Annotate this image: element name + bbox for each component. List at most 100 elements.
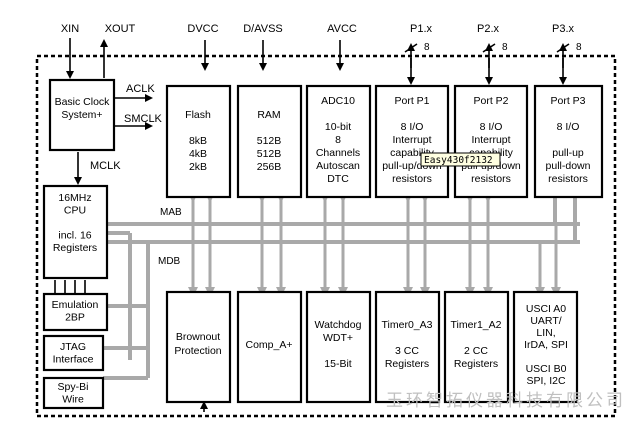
port1-line-6: resistors — [392, 173, 432, 185]
p1x-label: P1.x — [410, 23, 433, 35]
adc-line-0: ADC10 — [321, 95, 355, 107]
avcc-label: AVCC — [327, 23, 357, 35]
brownout-line-1: Protection — [174, 345, 221, 357]
timer1-line-0: Timer1_A2 — [451, 319, 502, 331]
tooltip: Easy430f2132 — [420, 152, 501, 167]
ram-line-4: 256B — [257, 161, 282, 173]
p2-width-label: 8 — [502, 42, 508, 53]
port3-line-2: 8 I/O — [557, 121, 580, 133]
flash-line-4: 2kB — [189, 161, 207, 173]
port2-block — [453, 84, 529, 199]
port2-line-2: 8 I/O — [480, 121, 503, 133]
mclk-label: MCLK — [90, 160, 121, 172]
cpu-line-0: 16MHz — [58, 192, 91, 204]
dvcc-label: DVCC — [187, 23, 218, 35]
port3-line-4: pull-up — [552, 147, 584, 159]
xout-label: XOUT — [105, 23, 136, 35]
timer1-line-2: 2 CC — [464, 345, 488, 357]
timer0-line-0: Timer0_A3 — [382, 319, 433, 331]
usci-line-5: USCI B0 — [526, 363, 567, 375]
brownout-line-0: Brownout — [176, 331, 220, 343]
brownout-block — [165, 290, 232, 404]
ram-line-0: RAM — [257, 109, 280, 121]
port3-line-6: resistors — [548, 173, 588, 185]
adc-line-6: DTC — [327, 173, 349, 185]
port3-line-5: pull-down — [546, 160, 591, 172]
watchdog-line-1: WDT+ — [323, 332, 353, 344]
aclk-label: ACLK — [126, 83, 155, 95]
watchdog-line-0: Watchdog — [315, 319, 362, 331]
watchdog-block — [305, 290, 372, 404]
usci-line-3: IrDA, SPI — [524, 339, 568, 351]
emulation-block — [42, 292, 109, 332]
jtag-line-1: Interface — [53, 354, 94, 366]
adc-line-2: 10-bit — [325, 121, 351, 133]
cpu-block — [42, 184, 109, 280]
usci-line-0: USCI A0 — [526, 303, 566, 315]
clock-block — [48, 78, 116, 152]
port1-line-2: 8 I/O — [401, 121, 424, 133]
jtag-line-0: JTAG — [60, 341, 86, 353]
cpu-line-4: Registers — [53, 242, 97, 254]
ram-line-3: 512B — [257, 148, 282, 160]
comp-block — [236, 290, 303, 404]
spybi-line-1: Wire — [62, 394, 84, 406]
port3-block — [533, 84, 604, 199]
tooltip-text: Easy430f2132 — [424, 155, 493, 166]
timer0-block — [374, 290, 441, 404]
spybi-block — [42, 376, 105, 410]
port2-line-3: Interrupt — [471, 134, 510, 146]
ram-line-2: 512B — [257, 135, 282, 147]
timer1-block — [443, 290, 510, 404]
cpu-line-3: incl. 16 — [58, 230, 91, 242]
usci-line-6: SPI, I2C — [526, 375, 566, 387]
chip-boundary — [35, 54, 617, 418]
port1-line-0: Port P1 — [394, 95, 429, 107]
smclk-label: SMCLK — [124, 113, 163, 125]
mdb-label: MDB — [158, 256, 181, 267]
signal-labels: XIN XOUT DVCC D/AVSS AVCC P1.x P2.x P3.x… — [61, 23, 582, 267]
blocks — [42, 78, 604, 410]
port3-line-0: Port P3 — [550, 95, 585, 107]
flash-line-0: Flash — [185, 109, 211, 121]
spybi-line-0: Spy-Bi — [58, 381, 89, 393]
clock-line-1: System+ — [61, 109, 102, 121]
watchdog-line-3: 15-Bit — [324, 358, 352, 370]
emulation-line-0: Emulation — [52, 299, 99, 311]
mab-label: MAB — [160, 207, 182, 218]
clock-line-0: Basic Clock — [55, 96, 111, 108]
adc-line-3: 8 — [335, 134, 341, 146]
usci-line-2: LIN, — [536, 327, 555, 339]
cpu-line-1: CPU — [64, 205, 86, 217]
flash-block — [165, 84, 232, 199]
adc-line-4: Channels — [316, 147, 360, 159]
flash-line-2: 8kB — [189, 135, 207, 147]
bus-taps — [188, 193, 561, 297]
port1-block — [374, 84, 450, 199]
adc-line-5: Autoscan — [316, 160, 360, 172]
timer1-line-3: Registers — [454, 358, 498, 370]
p3-width-label: 8 — [576, 42, 582, 53]
comp-line-0: Comp_A+ — [246, 339, 293, 351]
usci-block — [512, 290, 579, 404]
flash-line-3: 4kB — [189, 148, 207, 160]
adc-block — [305, 84, 372, 199]
port1-line-3: Interrupt — [392, 134, 431, 146]
jtag-block — [42, 334, 105, 372]
port2-line-6: resistors — [471, 173, 511, 185]
ram-block — [236, 84, 303, 199]
timer0-line-3: Registers — [385, 358, 429, 370]
xin-label: XIN — [61, 23, 79, 35]
p1-width-label: 8 — [424, 42, 430, 53]
port2-line-0: Port P2 — [473, 95, 508, 107]
usci-line-1: UART/ — [530, 315, 561, 327]
p3x-label: P3.x — [552, 23, 575, 35]
emulation-line-1: 2BP — [65, 312, 85, 324]
tooltip-box — [420, 152, 501, 167]
watermark: 玉环智拓仪器科技有限公司 — [386, 391, 626, 411]
signal-lines — [54, 38, 570, 412]
timer0-line-2: 3 CC — [395, 345, 419, 357]
p2x-label: P2.x — [477, 23, 500, 35]
